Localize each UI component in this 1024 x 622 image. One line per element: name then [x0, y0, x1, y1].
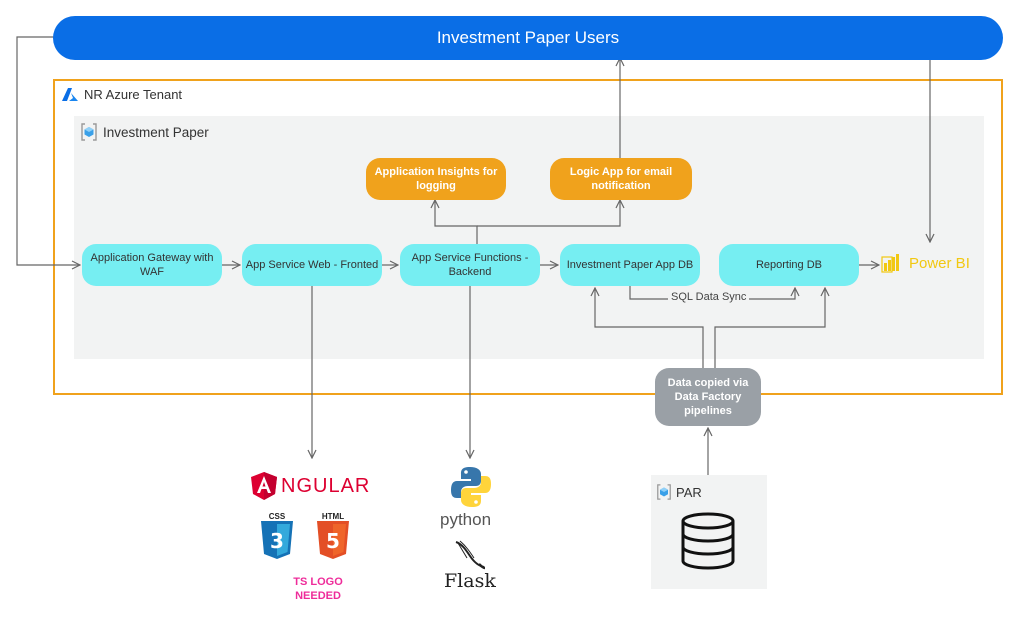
svg-text:5: 5: [326, 529, 340, 553]
data-factory-label: Data copied via Data Factory pipelines: [667, 377, 749, 417]
logic-app-node: Logic App for email notification: [550, 158, 692, 200]
flask-label: Flask: [444, 570, 496, 592]
web-frontend-label: App Service Web - Fronted: [245, 259, 379, 271]
factory-to-reporting-line: [714, 288, 825, 368]
gateway-label: Application Gateway with WAF: [90, 252, 214, 278]
resource-group-panel: [74, 116, 984, 359]
logic-app-label: Logic App for email notification: [569, 166, 673, 192]
factory-to-appdb-line: [595, 288, 704, 368]
azure-tenant-boundary: [53, 79, 1003, 395]
tenant-header: NR Azure Tenant: [62, 87, 182, 102]
app-db-node: Investment Paper App DB: [560, 244, 700, 286]
html5-shield-icon: 5: [317, 521, 349, 559]
backend-to-insights-line: [435, 200, 478, 244]
svg-text:3: 3: [270, 529, 284, 553]
python-icon: [451, 467, 491, 507]
par-label: PAR: [676, 484, 702, 500]
data-factory-node: Data copied via Data Factory pipelines: [655, 368, 761, 426]
angular-label: NGULAR: [281, 474, 371, 497]
users-label: Investment Paper Users: [436, 28, 620, 47]
flask-horn-icon: [455, 540, 486, 570]
power-bi-label: Power BI: [909, 254, 970, 272]
backend-to-logicapp-line: [477, 200, 620, 227]
tenant-label: NR Azure Tenant: [84, 87, 183, 102]
azure-icon: [62, 87, 78, 101]
resource-group-header: Investment Paper: [80, 123, 209, 141]
html5-label: HTML: [321, 512, 345, 521]
css3-logo: CSS 3: [260, 512, 294, 564]
app-insights-label: Application Insights for logging: [374, 166, 498, 192]
web-frontend-node: App Service Web - Fronted: [242, 244, 382, 286]
functions-backend-label: App Service Functions - Backend: [411, 252, 529, 278]
gateway-node: Application Gateway with WAF: [82, 244, 222, 286]
functions-backend-node: App Service Functions - Backend: [400, 244, 540, 286]
angular-logo: NGULAR: [251, 472, 370, 500]
css3-shield-icon: 3: [261, 521, 293, 559]
ts-logo-note: TS LOGO NEEDED: [293, 576, 343, 602]
users-bar: Investment Paper Users: [53, 16, 1003, 60]
css3-label: CSS: [268, 512, 286, 521]
app-insights-node: Application Insights for logging: [366, 158, 506, 200]
html5-logo: HTML 5: [316, 512, 350, 564]
power-bi-icon: [881, 254, 899, 273]
par-header: PAR: [656, 484, 702, 500]
database-icon: [681, 512, 735, 570]
python-label: python: [440, 510, 492, 529]
app-db-label: Investment Paper App DB: [566, 259, 694, 271]
par-resource-icon: [657, 484, 671, 500]
resource-group-label: Investment Paper: [103, 124, 209, 140]
users-to-gateway-line: [16, 36, 80, 265]
reporting-db-node: Reporting DB: [719, 244, 859, 286]
angular-icon: [251, 472, 277, 500]
resource-group-icon: [81, 123, 97, 141]
power-bi-logo: Power BI: [881, 253, 970, 273]
sql-sync-label: SQL Data Sync: [668, 291, 750, 303]
reporting-db-label: Reporting DB: [755, 259, 823, 271]
